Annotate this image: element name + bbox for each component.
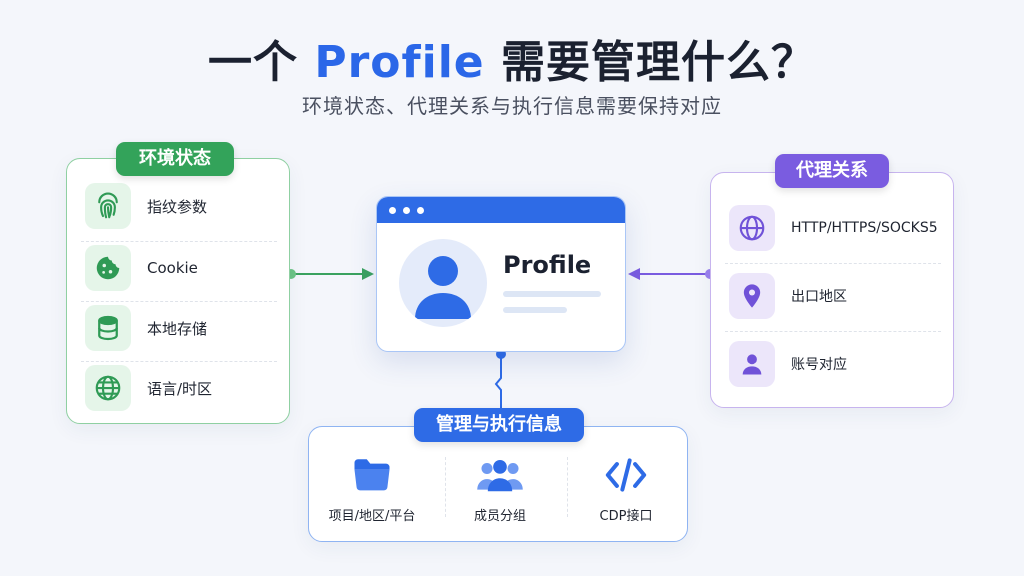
fingerprint-icon [85,183,131,229]
management-connector [494,349,506,408]
env-item-storage: 本地存储 [85,305,207,351]
proxy-item-region: 出口地区 [729,273,847,319]
management-item-label: CDP接口 [599,509,653,524]
window-title-bar [377,197,625,223]
management-item-label: 成员分组 [473,509,526,524]
env-item-label: 语言/时区 [147,379,213,398]
profile-card-title: Profile [503,251,592,279]
folder-icon [309,455,435,495]
proxy-item-label: 账号对应 [791,357,847,373]
env-item-fingerprint: 指纹参数 [85,183,207,229]
placeholder-line [503,291,601,297]
divider [725,331,941,332]
title-accent: Profile [314,37,485,88]
title-part-1: 一个 [208,37,315,88]
proxy-tag: 代理关系 [775,154,889,188]
divider [445,457,446,517]
divider [725,263,941,264]
divider [81,241,277,242]
window-dot-icon [389,207,396,214]
env-item-label: 指纹参数 [147,197,208,216]
env-item-label: 本地存储 [147,319,208,338]
divider [567,457,568,517]
title-part-2: 需要管理什么？ [484,37,816,88]
env-item-label: Cookie [147,259,198,277]
database-icon [85,305,131,351]
proxy-item-label: HTTP/HTTPS/SOCKS5 [791,220,938,236]
group-icon [437,455,563,495]
page-title: 一个 Profile 需要管理什么？ [0,26,1024,90]
management-item-cdp: CDP接口 [563,427,689,543]
window-dot-icon [417,207,424,214]
proxy-connector [628,268,715,280]
divider [81,301,277,302]
env-item-cookie: Cookie [85,245,198,291]
profile-card: Profile [376,196,626,352]
management-item-group: 成员分组 [437,427,563,543]
management-item-label: 项目/地区/平台 [328,509,416,524]
code-icon [563,455,689,495]
environment-tag: 环境状态 [116,142,234,176]
environment-panel: 指纹参数 Cookie 本地存储 [66,158,290,424]
env-connector [286,268,374,280]
placeholder-line [503,307,567,313]
page-subtitle: 环境状态、代理关系与执行信息需要保持对应 [302,94,722,118]
management-tag: 管理与执行信息 [414,408,584,442]
env-item-locale: 语言/时区 [85,365,212,411]
cookie-icon [85,245,131,291]
globe-icon [85,365,131,411]
location-pin-icon [729,273,775,319]
proxy-panel: HTTP/HTTPS/SOCKS5 出口地区 账号对应 [710,172,954,408]
globe-icon [729,205,775,251]
window-dot-icon [403,207,410,214]
avatar-icon [399,239,487,327]
proxy-item-account: 账号对应 [729,341,847,387]
proxy-item-protocol: HTTP/HTTPS/SOCKS5 [729,205,938,251]
divider [81,361,277,362]
management-item-project: 项目/地区/平台 [309,427,435,543]
user-icon [729,341,775,387]
proxy-item-label: 出口地区 [791,289,847,305]
management-panel: 项目/地区/平台 成员分组 CDP接口 [308,426,688,542]
